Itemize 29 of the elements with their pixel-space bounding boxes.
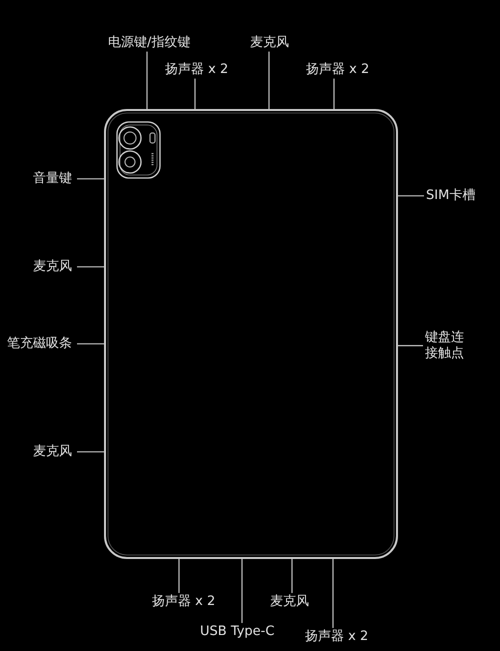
leader-line: [268, 52, 270, 109]
part-label: 扬声器 x 2: [305, 629, 368, 645]
part-label: 电源键/指纹键: [108, 35, 190, 51]
part-label: USB Type-C: [200, 624, 274, 640]
leader-line: [291, 559, 293, 593]
part-label: 扬声器 x 2: [165, 62, 228, 78]
part-label: 笔充磁吸条: [7, 336, 72, 352]
part-label: 麦克风: [33, 444, 72, 460]
part-label: 扬声器 x 2: [306, 62, 370, 78]
part-label: 扬声器 x 2: [152, 594, 216, 610]
leader-line: [178, 559, 180, 593]
leader-line: [77, 451, 104, 452]
leader-line: [398, 345, 423, 346]
part-label: 麦克风: [270, 594, 309, 610]
leader-line: [332, 559, 334, 628]
part-label: 键盘连接触点: [425, 330, 465, 362]
leader-line: [241, 559, 243, 623]
leader-line: [398, 195, 424, 196]
leader-line: [194, 78, 196, 109]
leader-line: [77, 178, 104, 180]
tablet-drawing: [104, 109, 398, 559]
part-label: SIM卡槽: [426, 188, 476, 204]
part-label: 麦克风: [33, 259, 72, 275]
part-label: 音量键: [33, 171, 72, 187]
leader-line: [77, 343, 104, 344]
leader-line: [146, 52, 148, 109]
leader-line: [77, 266, 104, 268]
part-label: 麦克风: [250, 35, 289, 51]
leader-line: [333, 78, 335, 109]
